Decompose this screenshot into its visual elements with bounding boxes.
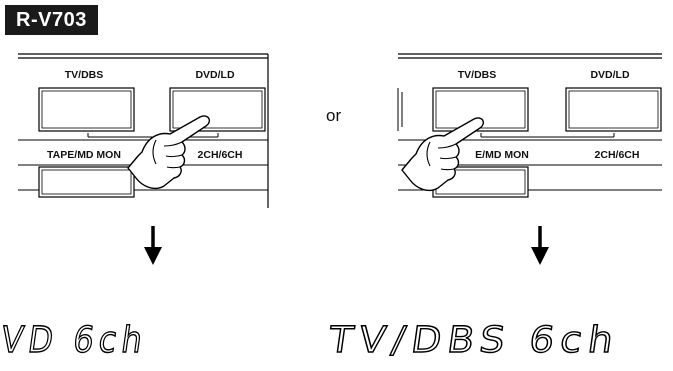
left-remote-panel: TV/DBS DVD/LD TAPE/MD MON 2CH/6CH — [18, 53, 269, 208]
down-arrow-icon — [144, 226, 162, 265]
left-tv-dbs-label: TV/DBS — [65, 69, 104, 81]
left-dvd-ld-label: DVD/LD — [195, 69, 235, 81]
right-tape-md-mon-label: E/MD MON — [475, 149, 529, 161]
right-2ch-6ch-label: 2CH/6CH — [595, 149, 640, 161]
left-tape-md-mon-label: TAPE/MD MON — [47, 149, 121, 161]
or-separator: or — [326, 106, 342, 125]
right-remote-panel: TV/DBS DVD/LD E/MD MON 2CH/6CH — [397, 53, 662, 198]
left-dvd-ld-button — [169, 87, 266, 132]
right-display-readout: TV/DBS 6ch — [325, 318, 622, 361]
left-tv-dbs-button — [38, 87, 135, 132]
right-dvd-ld-button — [565, 87, 662, 132]
model-badge: R-V703 — [5, 5, 98, 35]
down-arrow-icon — [531, 226, 549, 265]
left-display-readout: DVD 6ch — [0, 318, 150, 361]
left-2ch-6ch-label: 2CH/6CH — [198, 149, 243, 161]
right-dvd-ld-label: DVD/LD — [590, 69, 630, 81]
right-tv-dbs-label: TV/DBS — [458, 69, 497, 81]
left-tape-md-mon-button — [38, 166, 135, 198]
